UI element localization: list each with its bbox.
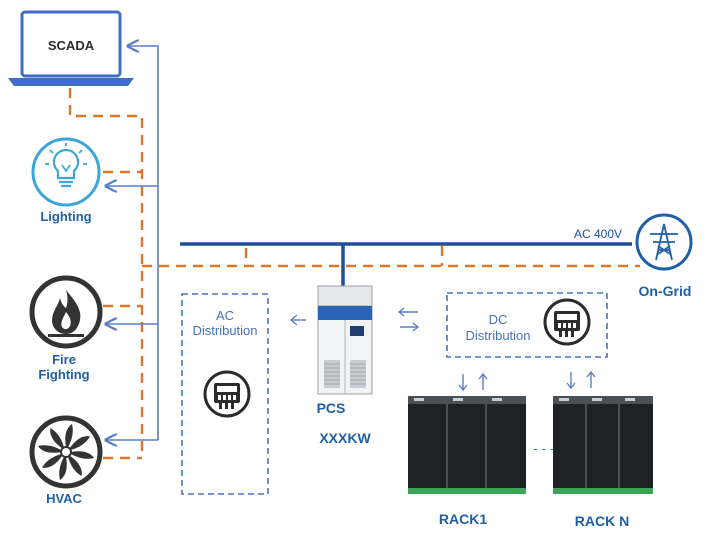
rack1-battery-icon (408, 396, 526, 494)
lighting-bulb-icon (31, 137, 101, 207)
rackn-battery-icon (553, 396, 653, 494)
ac-bus-label: AC 400V (574, 227, 622, 241)
on-grid-label: On-Grid (639, 283, 692, 299)
communication-lines (68, 88, 640, 460)
ac-distribution-box (181, 293, 269, 495)
dc-rack-arrows (458, 370, 596, 392)
hvac-fan-icon (29, 415, 103, 489)
ac-meter-icon (203, 370, 251, 418)
dc-distribution-label-line1: DC (489, 312, 508, 327)
dc-distribution-box (446, 292, 608, 358)
on-grid-pylon-icon (635, 213, 693, 271)
pcs-label-line1: PCS (317, 400, 346, 416)
ac-distribution-label-line2: Distribution (192, 323, 257, 338)
hvac-label: HVAC (46, 491, 82, 506)
rack1-label: RACK1 (439, 511, 487, 527)
dc-distribution-label-line2: Distribution (465, 328, 530, 343)
scada-label: SCADA (48, 38, 95, 53)
pcs-to-ac-arrow (289, 314, 306, 326)
lighting-label: Lighting (40, 209, 91, 224)
ac-bus (180, 242, 632, 286)
fire-fighting-icon (29, 275, 103, 349)
fire-fighting-label-line2: Fighting (38, 367, 89, 382)
fire-fighting-label-line1: Fire (52, 352, 76, 367)
pcs-dc-bidirectional-arrow (397, 307, 420, 332)
rackn-label: RACK N (575, 513, 629, 529)
ac-distribution-label-line1: AC (216, 308, 234, 323)
dc-meter-icon (543, 298, 591, 346)
signal-lines (106, 46, 159, 440)
scada-laptop-icon (8, 10, 134, 86)
rack-separator: - - - (533, 440, 555, 456)
pcs-label-line2: XXXKW (319, 430, 371, 446)
pcs-cabinet-icon (317, 285, 373, 395)
